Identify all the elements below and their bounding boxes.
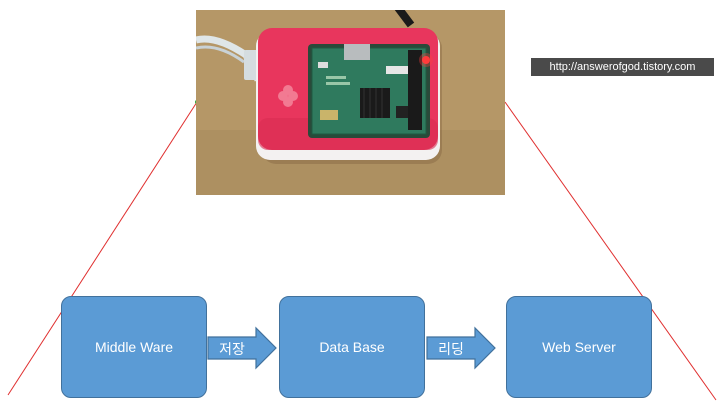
watermark-url: http://answerofgod.tistory.com xyxy=(531,58,714,76)
store-arrow-label: 저장 xyxy=(219,342,245,358)
read-arrow xyxy=(426,326,496,370)
cpu-chip xyxy=(360,88,390,118)
database-label: Data Base xyxy=(319,339,385,355)
usb-cable xyxy=(394,10,415,28)
middleware-box: Middle Ware xyxy=(61,296,207,398)
database-box: Data Base xyxy=(279,296,425,398)
webserver-label: Web Server xyxy=(542,339,616,355)
raspberry-logo xyxy=(278,85,298,107)
raspberry-pi-photo xyxy=(196,10,505,195)
raspberry-pi-illustration xyxy=(196,10,505,195)
read-arrow-label: 리딩 xyxy=(438,342,464,358)
zoom-line-right xyxy=(504,101,717,401)
store-arrow xyxy=(207,326,277,370)
hdmi-port xyxy=(344,44,370,60)
zoom-line-left xyxy=(7,101,198,396)
middleware-label: Middle Ware xyxy=(94,339,174,355)
power-led xyxy=(422,56,430,64)
webserver-box: Web Server xyxy=(506,296,652,398)
